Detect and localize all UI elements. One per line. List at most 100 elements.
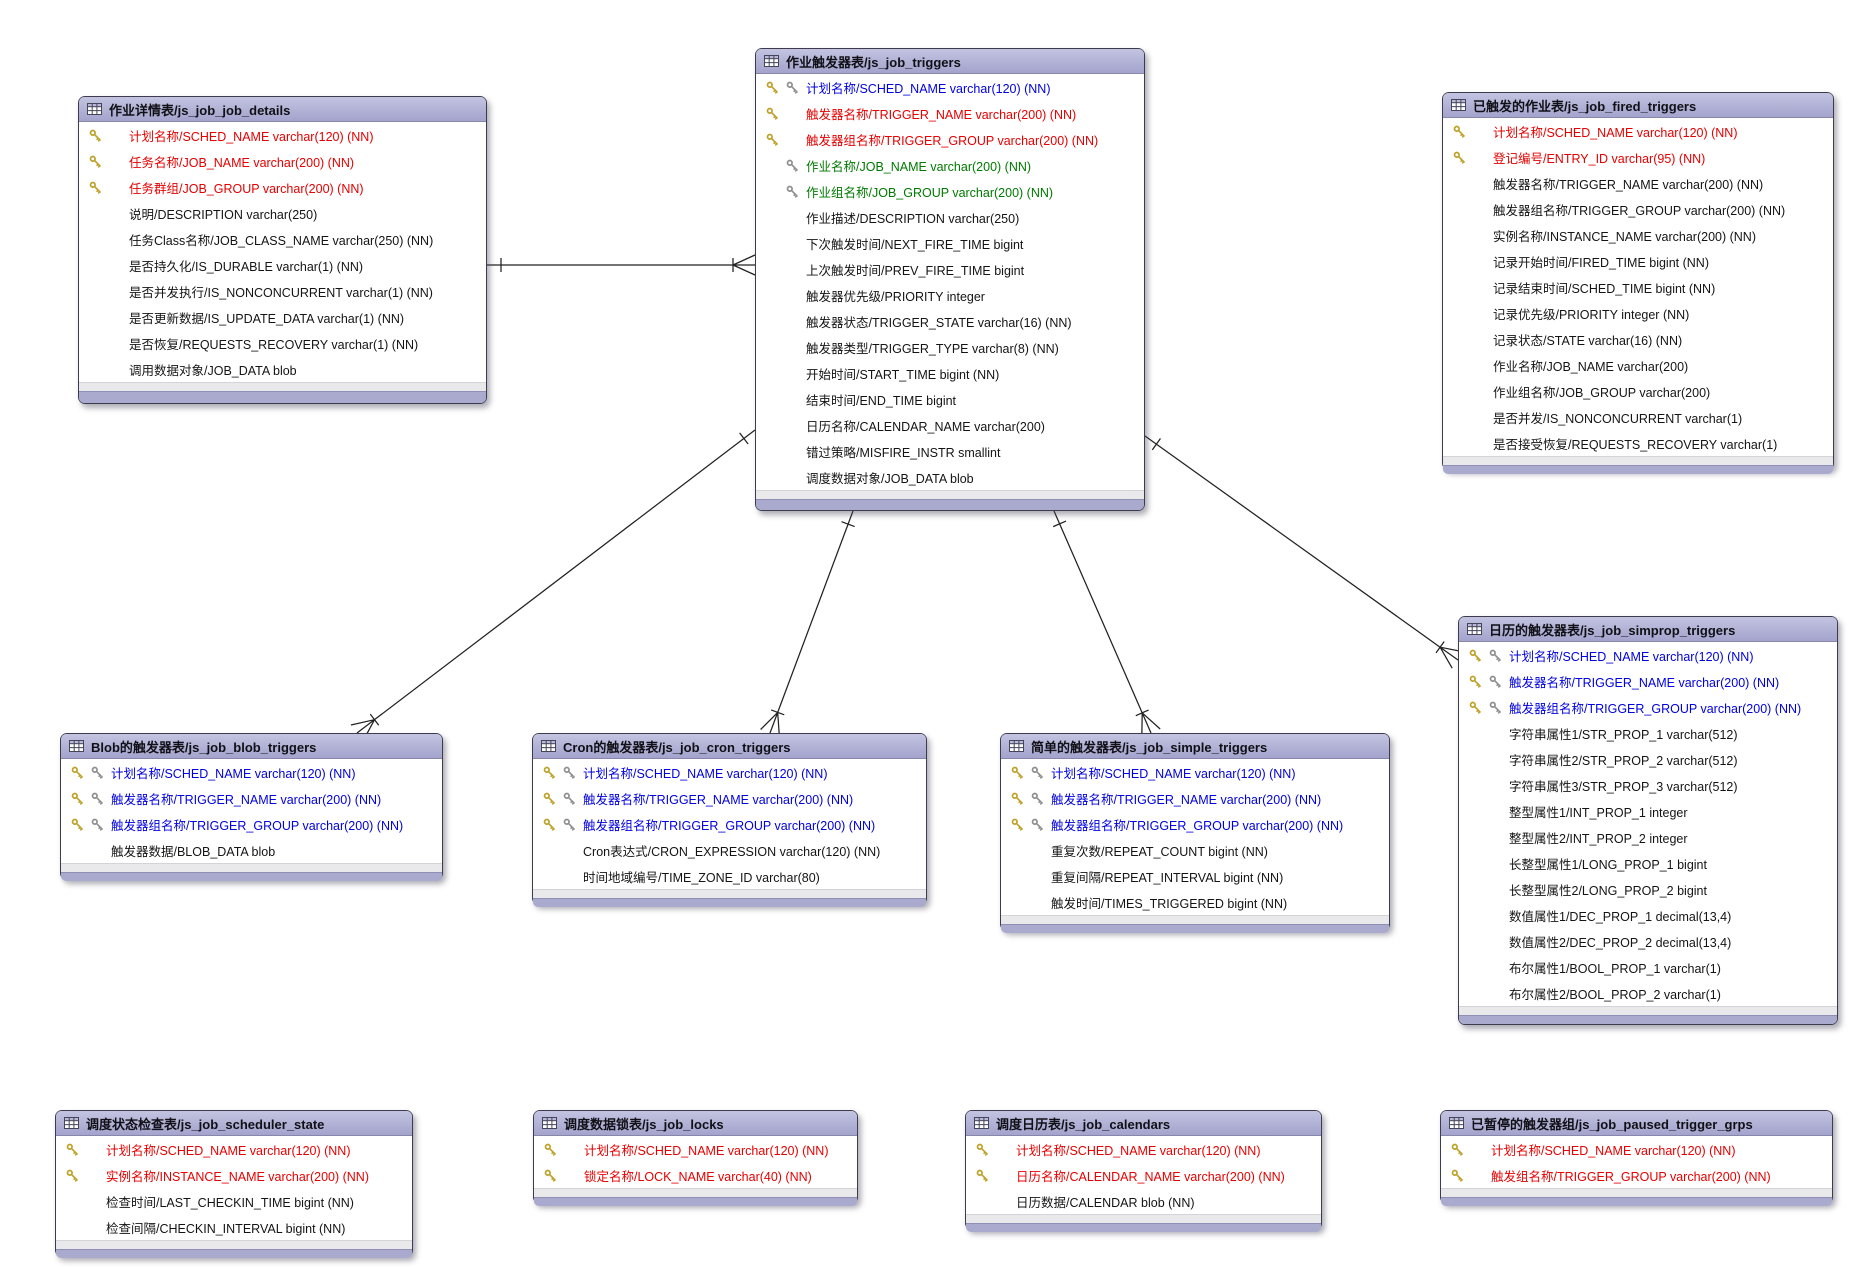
column-row[interactable]: 记录状态/STATE varchar(16) (NN) (1443, 326, 1833, 352)
column-row[interactable]: 触发器名称/TRIGGER_NAME varchar(200) (NN) (1443, 170, 1833, 196)
table-header[interactable]: 调度状态检查表/js_job_scheduler_state (56, 1111, 412, 1136)
column-row[interactable]: 计划名称/SCHED_NAME varchar(120) (NN) (1001, 759, 1389, 785)
column-row[interactable]: 字符串属性3/STR_PROP_3 varchar(512) (1459, 772, 1837, 798)
column-row[interactable]: 计划名称/SCHED_NAME varchar(120) (NN) (61, 759, 442, 785)
column-row[interactable]: 触发器组名称/TRIGGER_GROUP varchar(200) (NN) (1443, 196, 1833, 222)
column-row[interactable]: 说明/DESCRIPTION varchar(250) (79, 200, 486, 226)
table-header[interactable]: Cron的触发器表/js_job_cron_triggers (533, 734, 926, 759)
column-row[interactable]: 长整型属性2/LONG_PROP_2 bigint (1459, 876, 1837, 902)
column-row[interactable]: 记录优先级/PRIORITY integer (NN) (1443, 300, 1833, 326)
column-row[interactable]: 触发器名称/TRIGGER_NAME varchar(200) (NN) (1001, 785, 1389, 811)
column-row[interactable]: 记录开始时间/FIRED_TIME bigint (NN) (1443, 248, 1833, 274)
column-row[interactable]: 上次触发时间/PREV_FIRE_TIME bigint (756, 256, 1144, 282)
table-header[interactable]: 已暂停的触发器组/js_job_paused_trigger_grps (1441, 1111, 1832, 1136)
column-row[interactable]: 重复次数/REPEAT_COUNT bigint (NN) (1001, 837, 1389, 863)
column-row[interactable]: 实例名称/INSTANCE_NAME varchar(200) (NN) (56, 1162, 412, 1188)
column-row[interactable]: 任务Class名称/JOB_CLASS_NAME varchar(250) (N… (79, 226, 486, 252)
table-header[interactable]: 调度数据锁表/js_job_locks (534, 1111, 857, 1136)
column-row[interactable]: 计划名称/SCHED_NAME varchar(120) (NN) (756, 74, 1144, 100)
column-row[interactable]: 作业组名称/JOB_GROUP varchar(200) (NN) (756, 178, 1144, 204)
column-row[interactable]: 触发器名称/TRIGGER_NAME varchar(200) (NN) (756, 100, 1144, 126)
column-row[interactable]: 检查时间/LAST_CHECKIN_TIME bigint (NN) (56, 1188, 412, 1214)
column-row[interactable]: 触发器名称/TRIGGER_NAME varchar(200) (NN) (533, 785, 926, 811)
column-row[interactable]: 作业名称/JOB_NAME varchar(200) (NN) (756, 152, 1144, 178)
column-row[interactable]: 触发器类型/TRIGGER_TYPE varchar(8) (NN) (756, 334, 1144, 360)
column-row[interactable]: 下次触发时间/NEXT_FIRE_TIME bigint (756, 230, 1144, 256)
column-row[interactable]: 锁定名称/LOCK_NAME varchar(40) (NN) (534, 1162, 857, 1188)
column-row[interactable]: 触发器状态/TRIGGER_STATE varchar(16) (NN) (756, 308, 1144, 334)
column-row[interactable]: 触发器组名称/TRIGGER_GROUP varchar(200) (NN) (1459, 694, 1837, 720)
table-header[interactable]: 作业触发器表/js_job_triggers (756, 49, 1144, 74)
column-row[interactable]: 是否并发执行/IS_NONCONCURRENT varchar(1) (NN) (79, 278, 486, 304)
column-row[interactable]: 是否并发/IS_NONCONCURRENT varchar(1) (1443, 404, 1833, 430)
column-row[interactable]: 登记编号/ENTRY_ID varchar(95) (NN) (1443, 144, 1833, 170)
column-row[interactable]: 整型属性1/INT_PROP_1 integer (1459, 798, 1837, 824)
column-row[interactable]: 任务名称/JOB_NAME varchar(200) (NN) (79, 148, 486, 174)
column-row[interactable]: 日历名称/CALENDAR_NAME varchar(200) (NN) (966, 1162, 1321, 1188)
column-row[interactable]: 计划名称/SCHED_NAME varchar(120) (NN) (534, 1136, 857, 1162)
column-row[interactable]: 计划名称/SCHED_NAME varchar(120) (NN) (56, 1136, 412, 1162)
table-header[interactable]: 日历的触发器表/js_job_simprop_triggers (1459, 617, 1837, 642)
column-row[interactable]: 重复间隔/REPEAT_INTERVAL bigint (NN) (1001, 863, 1389, 889)
column-row[interactable]: 实例名称/INSTANCE_NAME varchar(200) (NN) (1443, 222, 1833, 248)
table-header[interactable]: 调度日历表/js_job_calendars (966, 1111, 1321, 1136)
column-row[interactable]: 数值属性1/DEC_PROP_1 decimal(13,4) (1459, 902, 1837, 928)
column-row[interactable]: 日历名称/CALENDAR_NAME varchar(200) (756, 412, 1144, 438)
column-row[interactable]: 字符串属性1/STR_PROP_1 varchar(512) (1459, 720, 1837, 746)
column-row[interactable]: 布尔属性2/BOOL_PROP_2 varchar(1) (1459, 980, 1837, 1006)
column-row[interactable]: 计划名称/SCHED_NAME varchar(120) (NN) (79, 122, 486, 148)
column-row[interactable]: 触发器组名称/TRIGGER_GROUP varchar(200) (NN) (756, 126, 1144, 152)
column-row[interactable]: 触发组名称/TRIGGER_GROUP varchar(200) (NN) (1441, 1162, 1832, 1188)
column-row[interactable]: 作业组名称/JOB_GROUP varchar(200) (1443, 378, 1833, 404)
column-row[interactable]: 布尔属性1/BOOL_PROP_1 varchar(1) (1459, 954, 1837, 980)
column-row[interactable]: 整型属性2/INT_PROP_2 integer (1459, 824, 1837, 850)
column-row[interactable]: 触发器组名称/TRIGGER_GROUP varchar(200) (NN) (61, 811, 442, 837)
column-row[interactable]: 触发器组名称/TRIGGER_GROUP varchar(200) (NN) (533, 811, 926, 837)
column-row[interactable]: 计划名称/SCHED_NAME varchar(120) (NN) (533, 759, 926, 785)
column-row[interactable]: 是否接受恢复/REQUESTS_RECOVERY varchar(1) (1443, 430, 1833, 456)
column-row[interactable]: 日历数据/CALENDAR blob (NN) (966, 1188, 1321, 1214)
column-row[interactable]: 调度数据对象/JOB_DATA blob (756, 464, 1144, 490)
column-row[interactable]: 结束时间/END_TIME bigint (756, 386, 1144, 412)
column-row[interactable]: 任务群组/JOB_GROUP varchar(200) (NN) (79, 174, 486, 200)
column-row[interactable]: 记录结束时间/SCHED_TIME bigint (NN) (1443, 274, 1833, 300)
column-row[interactable]: 是否持久化/IS_DURABLE varchar(1) (NN) (79, 252, 486, 278)
column-row[interactable]: 计划名称/SCHED_NAME varchar(120) (NN) (1441, 1136, 1832, 1162)
column-row[interactable]: 触发器名称/TRIGGER_NAME varchar(200) (NN) (61, 785, 442, 811)
column-row[interactable]: 开始时间/START_TIME bigint (NN) (756, 360, 1144, 386)
table-header[interactable]: 简单的触发器表/js_job_simple_triggers (1001, 734, 1389, 759)
column-row[interactable]: 触发器数据/BLOB_DATA blob (61, 837, 442, 863)
column-row[interactable]: 计划名称/SCHED_NAME varchar(120) (NN) (966, 1136, 1321, 1162)
column-row[interactable]: 数值属性2/DEC_PROP_2 decimal(13,4) (1459, 928, 1837, 954)
column-row[interactable]: 触发时间/TIMES_TRIGGERED bigint (NN) (1001, 889, 1389, 915)
column-row[interactable]: 计划名称/SCHED_NAME varchar(120) (NN) (1443, 118, 1833, 144)
column-row[interactable]: 字符串属性2/STR_PROP_2 varchar(512) (1459, 746, 1837, 772)
column-row[interactable]: 是否恢复/REQUESTS_RECOVERY varchar(1) (NN) (79, 330, 486, 356)
column-row[interactable]: 触发器优先级/PRIORITY integer (756, 282, 1144, 308)
column-row[interactable]: 触发器组名称/TRIGGER_GROUP varchar(200) (NN) (1001, 811, 1389, 837)
column-row[interactable]: 检查间隔/CHECKIN_INTERVAL bigint (NN) (56, 1214, 412, 1240)
column-row[interactable]: 时间地域编号/TIME_ZONE_ID varchar(80) (533, 863, 926, 889)
column-row[interactable]: 长整型属性1/LONG_PROP_1 bigint (1459, 850, 1837, 876)
column-row[interactable]: 是否更新数据/IS_UPDATE_DATA varchar(1) (NN) (79, 304, 486, 330)
table-header[interactable]: 已触发的作业表/js_job_fired_triggers (1443, 93, 1833, 118)
column-row[interactable]: 错过策略/MISFIRE_INSTR smallint (756, 438, 1144, 464)
column-row[interactable]: 触发器名称/TRIGGER_NAME varchar(200) (NN) (1459, 668, 1837, 694)
table-header[interactable]: 作业详情表/js_job_job_details (79, 97, 486, 122)
column-row[interactable]: 作业描述/DESCRIPTION varchar(250) (756, 204, 1144, 230)
column-row[interactable]: 计划名称/SCHED_NAME varchar(120) (NN) (1459, 642, 1837, 668)
column-row[interactable]: 调用数据对象/JOB_DATA blob (79, 356, 486, 382)
table-header[interactable]: Blob的触发器表/js_job_blob_triggers (61, 734, 442, 759)
column-row[interactable]: Cron表达式/CRON_EXPRESSION varchar(120) (NN… (533, 837, 926, 863)
